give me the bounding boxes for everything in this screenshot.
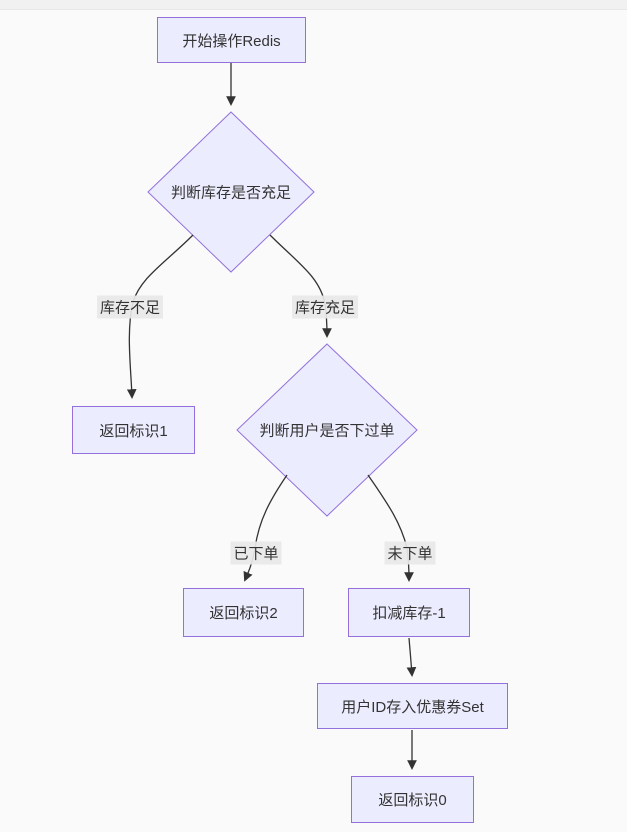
- page-bottom-strip: [0, 832, 627, 838]
- edge-deduct-to-save-set: [406, 637, 417, 677]
- node-deduct-stock: 扣减库存-1: [348, 588, 470, 637]
- node-check-stock-label: 判断库存是否充足: [170, 184, 292, 202]
- edge-label-out-of-stock: 库存不足: [96, 295, 164, 319]
- diamond-check-user: [236, 343, 418, 517]
- edge-label-ordered: 已下单: [230, 541, 282, 565]
- node-start: 开始操作Redis: [157, 17, 306, 63]
- node-return0: 返回标识0: [351, 776, 474, 823]
- edge-check-stock-to-check-user: [269, 234, 332, 338]
- edge-label-in-stock: 库存充足: [291, 295, 359, 319]
- node-check-user-label: 判断用户是否下过单: [259, 422, 395, 440]
- node-save-user-set: 用户ID存入优惠券Set: [317, 683, 508, 729]
- edge-label-not-ordered: 未下单: [384, 541, 436, 565]
- page-top-strip: [0, 0, 627, 10]
- node-return2: 返回标识2: [183, 588, 304, 637]
- node-return1: 返回标识1: [72, 406, 195, 454]
- diamond-check-stock: [147, 111, 315, 273]
